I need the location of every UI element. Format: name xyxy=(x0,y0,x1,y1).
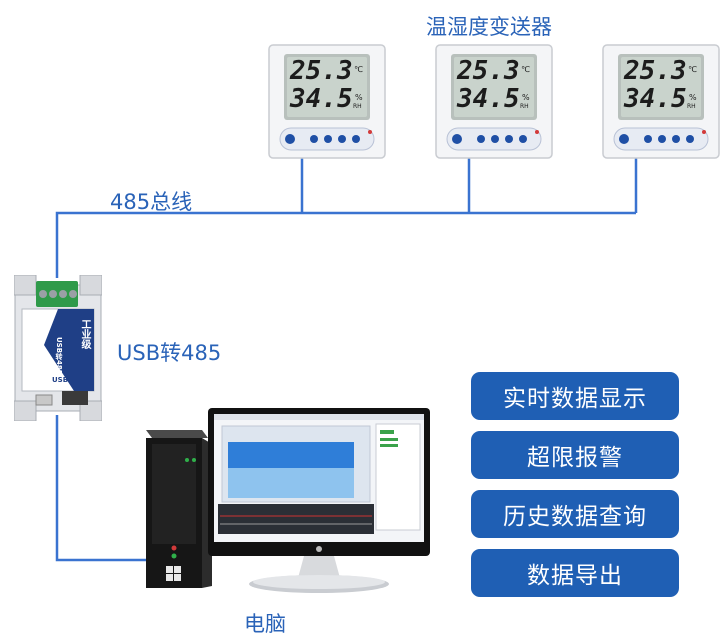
temp-unit: ℃ xyxy=(354,65,363,74)
humidity-unit: % xyxy=(355,93,363,102)
feature-data-export-button[interactable]: 数据导出 xyxy=(471,549,679,597)
converter-model: USB转485模块 xyxy=(55,337,63,389)
temp-unit: ℃ xyxy=(521,65,530,74)
sensor-unit: 25.3 ℃ 34.5 % RH xyxy=(435,44,553,159)
sensors-title: 温湿度变送器 xyxy=(426,15,552,39)
humidity-unit-sub: RH xyxy=(353,103,362,110)
usb-485-converter: 工业级 USB转485模块 USB xyxy=(14,275,102,421)
converter-port-label: USB xyxy=(52,376,69,384)
humidity-reading: 34.5 xyxy=(457,84,520,114)
bus-line xyxy=(55,158,638,278)
feature-realtime-display-button[interactable]: 实时数据显示 xyxy=(471,372,679,420)
humidity-reading: 34.5 xyxy=(624,84,687,114)
temp-unit: ℃ xyxy=(688,65,697,74)
humidity-reading: 34.5 xyxy=(290,84,353,114)
feature-history-query-button[interactable]: 历史数据查询 xyxy=(471,490,679,538)
computer-label: 电脑 xyxy=(244,612,286,636)
temperature-reading: 25.3 xyxy=(290,56,353,86)
sensor-unit: 25.3 ℃ 34.5 % RH xyxy=(602,44,720,159)
temperature-reading: 25.3 xyxy=(457,56,520,86)
windows-logo-icon xyxy=(166,566,181,581)
converter-label: USB转485 xyxy=(117,341,222,365)
converter-brand: 工业级 xyxy=(79,319,90,349)
sensor-unit: 25.3 ℃ 34.5 % RH xyxy=(268,44,386,159)
bus-label: 485总线 xyxy=(110,190,193,214)
humidity-unit-sub: RH xyxy=(520,103,529,110)
pc-tower xyxy=(142,430,218,590)
feature-limit-alarm-button[interactable]: 超限报警 xyxy=(471,431,679,479)
humidity-unit: % xyxy=(522,93,530,102)
humidity-unit: % xyxy=(689,93,697,102)
usb-cable-line xyxy=(55,415,160,562)
monitor xyxy=(208,408,430,596)
temperature-reading: 25.3 xyxy=(624,56,687,86)
humidity-unit-sub: RH xyxy=(687,103,696,110)
